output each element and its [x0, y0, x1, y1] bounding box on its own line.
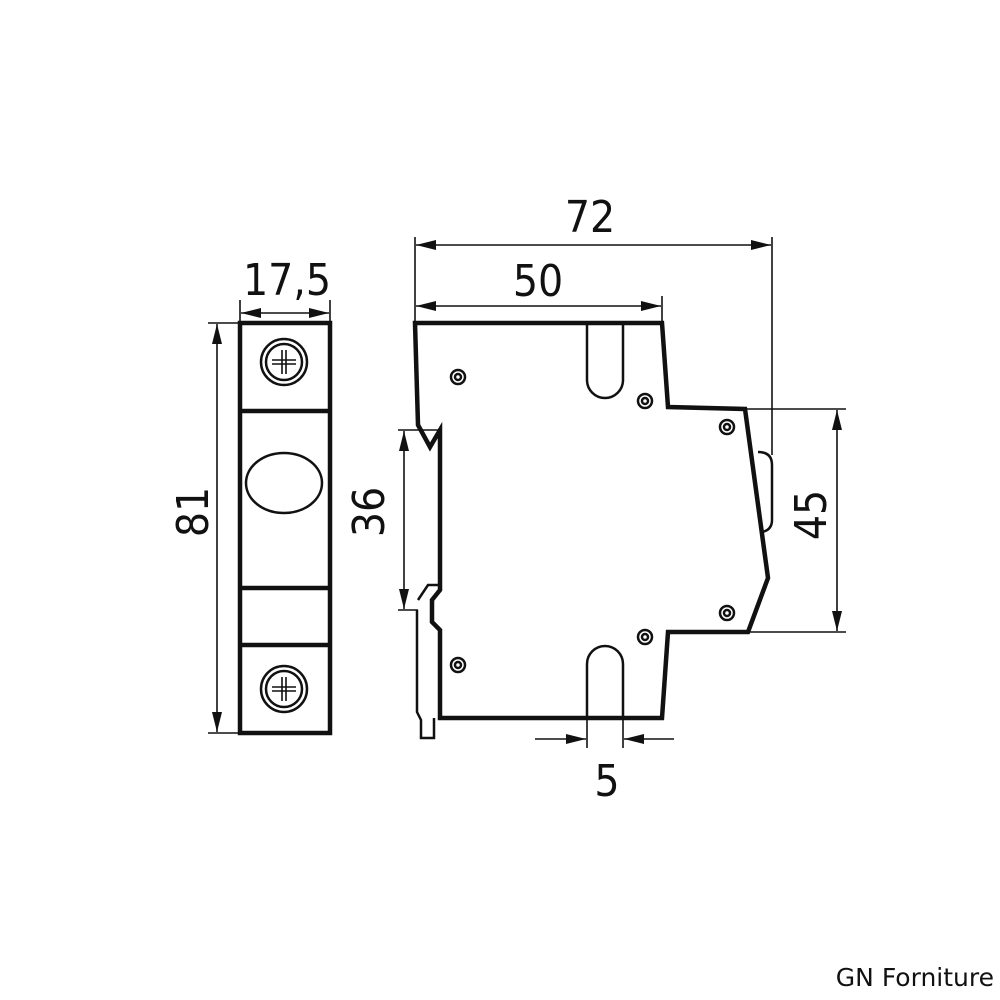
dim-height: 81	[168, 322, 240, 734]
side-view	[412, 320, 774, 740]
dim-front-height-label: 45	[786, 490, 837, 540]
dim-width: 17,5	[239, 255, 331, 323]
dim-depth-front-label: 50	[513, 256, 563, 307]
dim-rail: 36	[344, 429, 440, 611]
terminal-slot-bottom	[585, 644, 625, 718]
screw-icon	[259, 337, 309, 387]
dim-depth-total-label: 72	[565, 192, 615, 243]
dim-slot-label: 5	[594, 756, 619, 807]
indicator-lens	[244, 451, 324, 515]
rail-clip	[416, 583, 440, 601]
rail-clip	[415, 610, 436, 740]
toggle-bump	[757, 450, 774, 534]
dim-depth-front: 50	[416, 256, 663, 323]
rivet-icon	[449, 368, 736, 674]
front-view	[237, 320, 333, 736]
screw-icon	[259, 664, 309, 714]
dim-front-height: 45	[745, 408, 846, 633]
side-body-outline	[412, 320, 771, 721]
dim-rail-label: 36	[344, 487, 395, 537]
dim-depth-total: 72	[414, 192, 773, 455]
dim-height-label: 81	[168, 487, 219, 537]
dim-slot: 5	[535, 718, 674, 807]
front-body	[237, 320, 333, 736]
dim-width-label: 17,5	[243, 255, 331, 306]
terminal-slot-top	[585, 323, 625, 400]
brand-footer: GN Forniture	[835, 963, 994, 992]
